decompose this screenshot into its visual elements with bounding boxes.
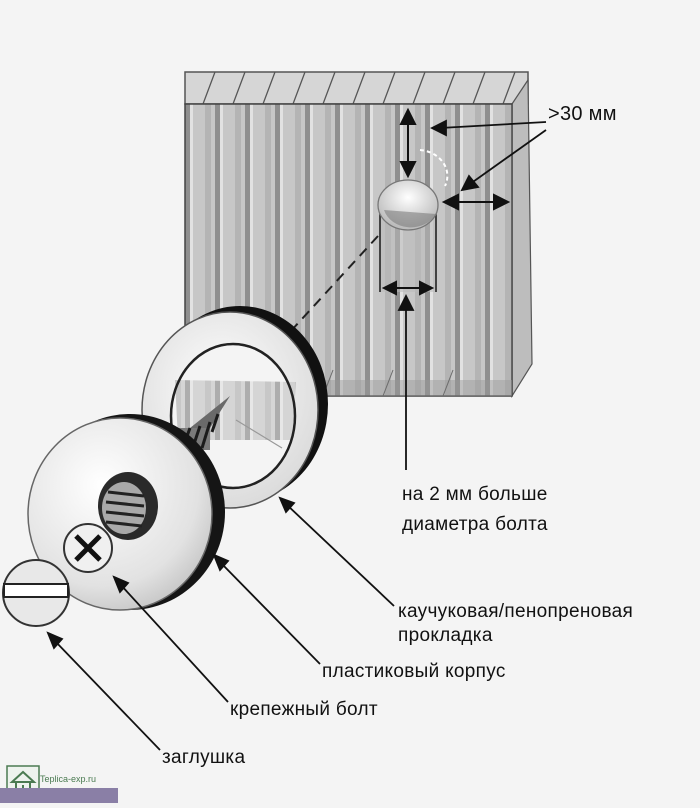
plastic-body-label: пластиковый корпус — [322, 661, 506, 682]
gasket-label: каучуковая/пенопреновая прокладка — [398, 600, 633, 648]
gasket-label-line1: каучуковая/пенопреновая — [398, 601, 634, 622]
gasket-label-line2: прокладка — [398, 625, 493, 646]
watermark-text: Teplica-exp.ru — [40, 774, 97, 784]
drilled-hole — [377, 149, 449, 292]
hole-note-line2: диаметра болта — [402, 514, 548, 535]
dimension-label: >30 мм — [548, 103, 617, 125]
cross-screw-icon — [63, 523, 113, 573]
leader-arrows — [46, 293, 415, 751]
cap-label: заглушка — [162, 747, 246, 768]
slotted-cap-icon — [2, 559, 70, 627]
bolt-axis-line — [289, 235, 379, 333]
dimension-arrows — [381, 107, 511, 296]
hole-note-line1: на 2 мм больше — [402, 484, 548, 505]
bolt-label: крепежный болт — [230, 699, 378, 720]
hole-note: на 2 мм больше диаметра болта — [402, 480, 548, 540]
dimension-leaders — [429, 119, 547, 192]
bottom-strip — [0, 788, 118, 803]
